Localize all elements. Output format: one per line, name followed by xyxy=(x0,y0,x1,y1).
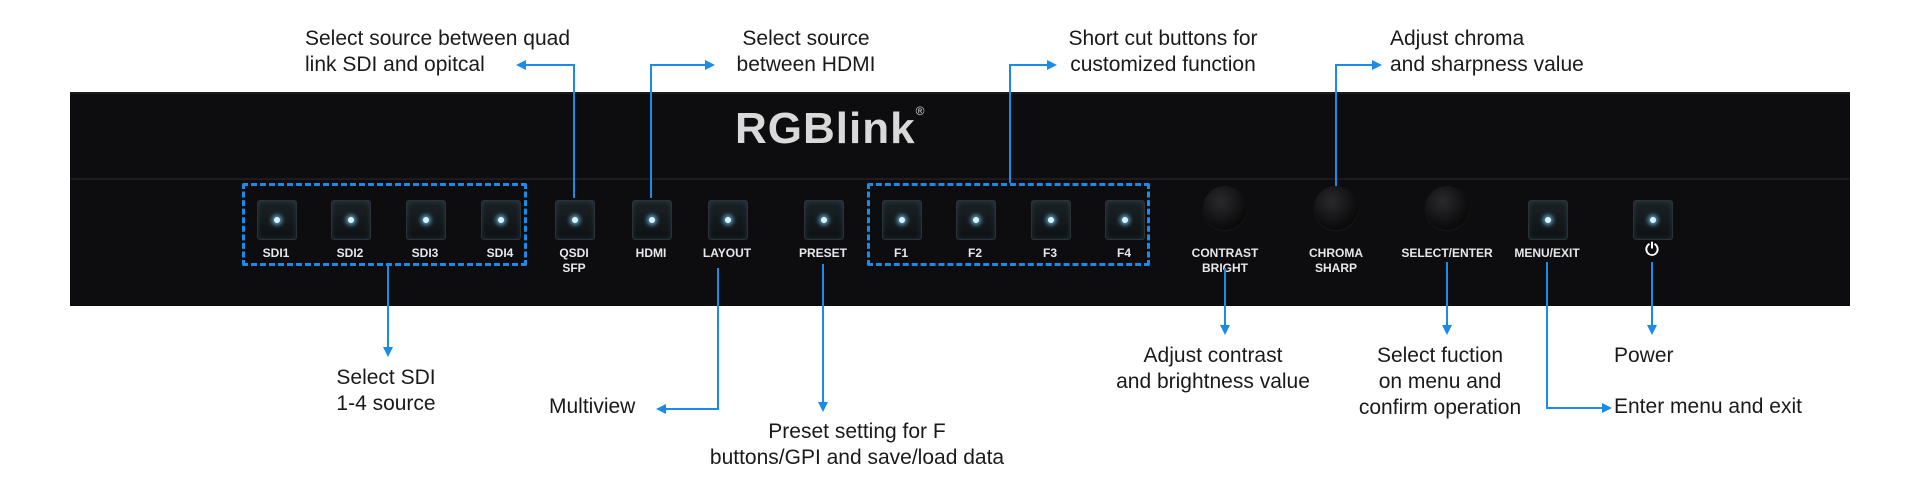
sdi4-led xyxy=(498,217,504,223)
f4-label: F4 xyxy=(1116,246,1131,260)
hdmi-connector xyxy=(650,60,715,198)
hdmi-label: HDMI xyxy=(635,246,667,260)
f1-led xyxy=(899,217,905,223)
front-panel xyxy=(70,92,1850,306)
f2-button[interactable] xyxy=(956,200,996,240)
qsdi-led xyxy=(572,217,578,223)
layout-annotation: Multiview xyxy=(549,395,636,418)
select-enter-label: SELECT/ENTER xyxy=(1401,246,1493,260)
menu-annotation: Enter menu and exit xyxy=(1614,395,1802,418)
layout-button[interactable] xyxy=(708,200,748,240)
f3-led xyxy=(1048,217,1054,223)
power-icon: ⏻ xyxy=(1645,240,1659,259)
sdi-annotation: Select SDI 1-4 source xyxy=(336,366,436,415)
preset-annotation: Preset setting for F buttons/GPI and sav… xyxy=(709,420,1005,469)
contrast-annotation: Adjust contrast and brightness value xyxy=(1116,344,1310,393)
sdi1-button[interactable] xyxy=(257,200,297,240)
power-annotation: Power xyxy=(1614,344,1674,367)
panel-divider xyxy=(70,178,1850,180)
qsdi-sfp-label: QSDI SFP xyxy=(559,246,589,275)
sdi4-label: SDI4 xyxy=(486,246,514,260)
hdmi-led xyxy=(649,217,655,223)
layout-led xyxy=(725,217,731,223)
f1-button[interactable] xyxy=(882,200,922,240)
layout-connector xyxy=(656,268,719,414)
select-annotation: Select fuction on menu and confirm opera… xyxy=(1358,344,1522,419)
sdi1-led xyxy=(274,217,280,223)
f2-led xyxy=(973,217,979,223)
hdmi-button[interactable] xyxy=(632,200,672,240)
menu-led xyxy=(1545,217,1551,223)
power-button[interactable] xyxy=(1633,200,1673,240)
f3-label: F3 xyxy=(1042,246,1057,260)
f4-led xyxy=(1122,217,1128,223)
hdmi-annotation: Select source between HDMI xyxy=(736,27,876,76)
sdi3-label: SDI3 xyxy=(411,246,439,260)
fkeys-connector xyxy=(1009,60,1057,183)
chroma-connector xyxy=(1335,60,1382,186)
sdi3-led xyxy=(423,217,429,223)
contrast-bright-knob[interactable] xyxy=(1203,186,1247,230)
qsdi-annotation: Select source between quad link SDI and … xyxy=(305,27,571,76)
qsdi-connector xyxy=(516,60,575,198)
preset-led xyxy=(821,217,827,223)
chroma-sharp-knob[interactable] xyxy=(1314,186,1358,230)
sdi-button-group-outline xyxy=(242,183,527,266)
sdi2-button[interactable] xyxy=(331,200,371,240)
preset-button[interactable] xyxy=(804,200,844,240)
layout-label: LAYOUT xyxy=(702,246,752,260)
menu-exit-label: MENU/EXIT xyxy=(1514,246,1580,260)
f1-label: F1 xyxy=(893,246,908,260)
f2-label: F2 xyxy=(967,246,982,260)
sdi4-button[interactable] xyxy=(481,200,521,240)
menu-connector xyxy=(1546,262,1612,413)
sdi1-label: SDI1 xyxy=(262,246,290,260)
preset-label: PRESET xyxy=(798,246,847,260)
menu-exit-button[interactable] xyxy=(1528,200,1568,240)
sdi2-label: SDI2 xyxy=(336,246,364,260)
fkeys-annotation: Short cut buttons for customized functio… xyxy=(1068,27,1258,76)
chroma-sharp-label: CHROMA SHARP xyxy=(1309,246,1363,275)
qsdi-sfp-button[interactable] xyxy=(555,200,595,240)
f-button-group-outline xyxy=(867,183,1150,266)
rgblink-logo: RGBlink® xyxy=(735,104,926,153)
sdi3-button[interactable] xyxy=(406,200,446,240)
power-led xyxy=(1650,217,1656,223)
chroma-annotation: Adjust chroma and sharpness value xyxy=(1390,27,1584,76)
f3-button[interactable] xyxy=(1031,200,1071,240)
f4-button[interactable] xyxy=(1105,200,1145,240)
sdi2-led xyxy=(348,217,354,223)
select-enter-knob[interactable] xyxy=(1425,186,1469,230)
